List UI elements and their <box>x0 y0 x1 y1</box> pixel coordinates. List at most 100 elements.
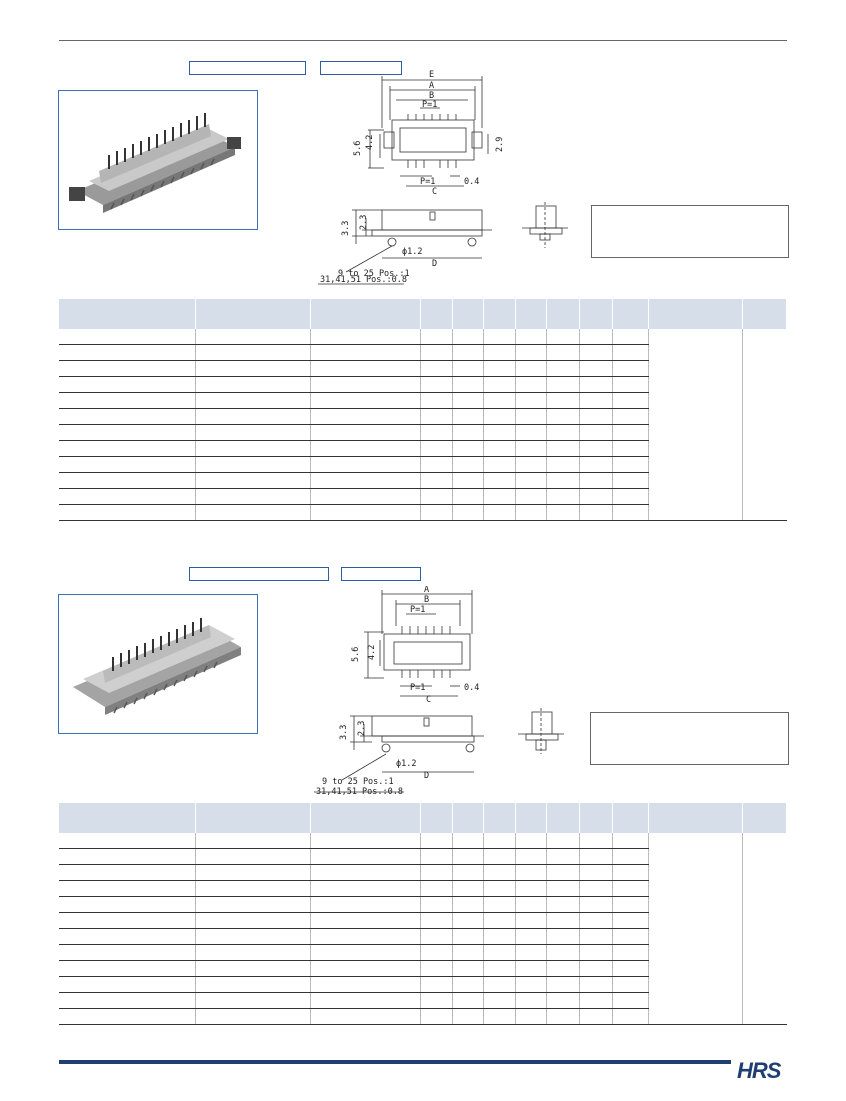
table-cell <box>59 329 196 345</box>
table-cell <box>612 456 649 473</box>
table-row <box>59 864 787 881</box>
table-cell <box>612 408 649 425</box>
table-cell <box>546 976 580 993</box>
dim-phi1.2: ϕ1.2 <box>402 247 422 257</box>
connector-photo-2 <box>58 594 258 734</box>
table-cell <box>612 944 649 961</box>
table-cell <box>452 360 485 377</box>
table-cell <box>420 392 454 409</box>
table-cell <box>195 440 312 457</box>
table-cell <box>483 488 517 505</box>
table-cell <box>515 864 548 881</box>
table-cell <box>195 424 312 441</box>
table-cell <box>612 976 649 993</box>
table-cell <box>579 864 613 881</box>
table-cell <box>612 424 649 441</box>
table-header-cell <box>195 299 312 329</box>
table-cell <box>420 833 454 849</box>
dimension-drawing-top-1: E A B P=1 5.6 4.2 2.9 P=1 0.4 C <box>353 70 505 197</box>
table-cell <box>579 472 613 489</box>
table-cell <box>579 392 613 409</box>
table-cell <box>579 456 613 473</box>
table-cell <box>310 976 422 993</box>
table-cell <box>483 880 517 897</box>
spec-table-1 <box>59 299 788 521</box>
pitch-note-2: 31,41,51 Pos.:0.8 <box>316 787 403 797</box>
table-cell <box>546 488 580 505</box>
table-cell <box>195 408 312 425</box>
table-cell <box>515 976 548 993</box>
table-header-cell <box>452 803 485 833</box>
table-cell <box>59 408 196 425</box>
table-cell <box>310 896 422 913</box>
table-cell <box>452 488 485 505</box>
table-cell <box>579 944 613 961</box>
table-cell <box>546 344 580 361</box>
table-header-cell <box>546 299 580 329</box>
table-cell <box>546 864 580 881</box>
table-row <box>59 880 787 897</box>
table-cell <box>483 440 517 457</box>
table-cell <box>59 504 196 521</box>
table-header-cell <box>452 299 485 329</box>
table-row <box>59 344 787 361</box>
table-cell <box>515 408 548 425</box>
dimension-drawing-top-2: A B P=1 5.6 4.2 P=1 0.4 C <box>351 586 479 704</box>
table-cell <box>420 976 454 993</box>
table-cell <box>59 456 196 473</box>
table-cell <box>420 344 454 361</box>
table-cell <box>483 376 517 393</box>
dimension-drawing-side-1: 3.3 2.3 ϕ1.2 D 9 to 25 Pos.:1 31,41,51 P… <box>318 209 492 285</box>
table-cell <box>612 928 649 945</box>
table-cell <box>546 424 580 441</box>
table-cell <box>483 992 517 1009</box>
table-cell <box>195 472 312 489</box>
table-cell <box>546 392 580 409</box>
table-header-cell <box>483 803 517 833</box>
table-cell <box>59 912 196 929</box>
table-cell <box>420 848 454 865</box>
dim-phi1.2: ϕ1.2 <box>396 759 416 769</box>
table-cell <box>546 408 580 425</box>
table-cell <box>420 504 454 521</box>
table-cell <box>579 344 613 361</box>
table-row <box>59 376 787 393</box>
table-cell <box>579 424 613 441</box>
table-cell <box>452 440 485 457</box>
pitch-note-1: 9 to 25 Pos.:1 <box>322 777 394 787</box>
table-header-row <box>59 803 788 833</box>
table-cell <box>310 944 422 961</box>
table-cell <box>579 488 613 505</box>
table-header-cell <box>579 803 613 833</box>
end-view-drawing-1 <box>522 202 568 248</box>
table-cell <box>420 992 454 1009</box>
table-cell <box>310 424 422 441</box>
top-rule <box>59 40 787 41</box>
table-cell <box>59 1008 196 1025</box>
table-cell <box>195 912 312 929</box>
table-cell <box>612 1008 649 1025</box>
table-cell <box>483 848 517 865</box>
dim-2.3: 2.3 <box>359 215 369 230</box>
table-cell <box>420 408 454 425</box>
table-cell <box>195 833 312 849</box>
table-cell <box>310 864 422 881</box>
table-cell <box>579 880 613 897</box>
table-cell <box>612 329 649 345</box>
table-row <box>59 456 787 473</box>
dim-D: D <box>424 771 429 781</box>
table-cell <box>195 864 312 881</box>
table-row <box>59 912 787 929</box>
table-cell <box>452 392 485 409</box>
dim-5.6: 5.6 <box>353 141 363 156</box>
table-cell <box>515 344 548 361</box>
table-cell <box>579 376 613 393</box>
table-cell <box>515 392 548 409</box>
table-cell <box>612 392 649 409</box>
dim-4.2: 4.2 <box>365 135 375 150</box>
table-cell <box>310 344 422 361</box>
table-cell <box>420 1008 454 1025</box>
dim-P1: P=1 <box>410 605 425 615</box>
table-cell <box>452 344 485 361</box>
table-header-cell <box>612 299 649 329</box>
